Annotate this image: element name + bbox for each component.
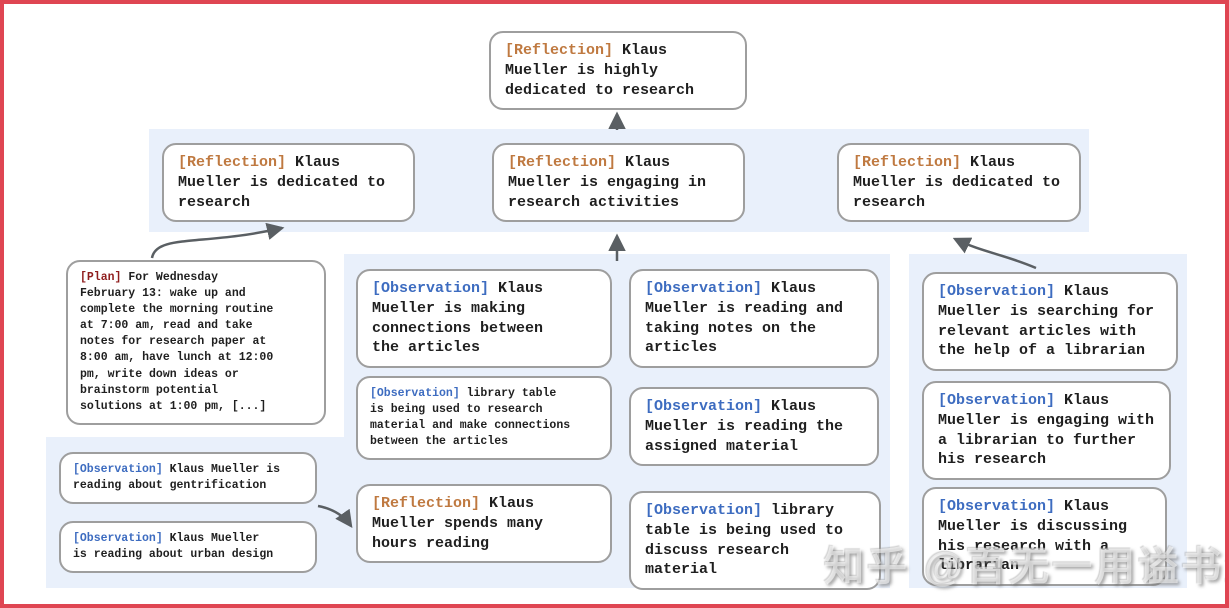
node-type-tag: [Observation] — [938, 498, 1056, 515]
reflection-node-row2-left: [Reflection] Klaus Mueller is dedicated … — [162, 143, 415, 223]
node-type-tag: [Observation] — [938, 283, 1056, 300]
observation-node-gentrification: [Observation] Klaus Mueller is reading a… — [59, 452, 317, 505]
reflection-node-row2-right: [Reflection] Klaus Mueller is dedicated … — [837, 143, 1081, 223]
node-type-tag: [Observation] — [645, 280, 763, 297]
observation-node-library-table-discuss: [Observation] library table is being use… — [629, 491, 881, 591]
node-text: library table is being used to discuss r… — [645, 502, 844, 579]
observation-node-making-connections: [Observation] Klaus Mueller is making co… — [356, 269, 612, 369]
node-text: Klaus Mueller is searching for relevant … — [938, 283, 1155, 360]
node-type-tag: [Reflection] — [178, 154, 287, 171]
node-type-tag: [Observation] — [938, 392, 1056, 409]
node-text: Klaus Mueller is reading about gentrific… — [73, 463, 281, 493]
observation-node-assigned-material: [Observation] Klaus Mueller is reading t… — [629, 387, 879, 467]
node-text: Klaus Mueller is reading about urban des… — [73, 532, 274, 562]
node-type-tag: [Observation] — [73, 532, 163, 545]
node-text: Klaus Mueller is reading the assigned ma… — [645, 398, 844, 455]
node-type-tag: [Observation] — [645, 398, 763, 415]
reflection-node-top: [Reflection] Klaus Mueller is highly ded… — [489, 31, 747, 111]
observation-node-discussing-librarian: [Observation] Klaus Mueller is discussin… — [922, 487, 1167, 587]
node-text: Klaus Mueller is engaging with a librari… — [938, 392, 1155, 469]
node-type-tag: [Observation] — [73, 463, 163, 476]
observation-node-urban-design: [Observation] Klaus Mueller is reading a… — [59, 521, 317, 574]
observation-node-engaging-librarian: [Observation] Klaus Mueller is engaging … — [922, 381, 1171, 481]
observation-node-library-table-research: [Observation] library table is being use… — [356, 376, 612, 461]
node-type-tag: [Reflection] — [853, 154, 962, 171]
node-type-tag: [Reflection] — [508, 154, 617, 171]
node-type-tag: [Observation] — [370, 387, 460, 400]
plan-node: [Plan] For Wednesday February 13: wake u… — [66, 260, 326, 425]
node-text: Klaus Mueller is making connections betw… — [372, 280, 544, 357]
node-type-tag: [Reflection] — [505, 42, 614, 59]
observation-node-taking-notes: [Observation] Klaus Mueller is reading a… — [629, 269, 879, 369]
node-type-tag: [Plan] — [80, 271, 122, 284]
arrow-plan-to-reflection-left — [150, 222, 285, 259]
node-text: Klaus Mueller is dedicated to research — [853, 154, 1061, 211]
node-text: For Wednesday February 13: wake up and c… — [80, 271, 274, 413]
node-text: Klaus Mueller is reading and taking note… — [645, 280, 844, 357]
reflection-node-hours-reading: [Reflection] Klaus Mueller spends many h… — [356, 484, 612, 564]
node-type-tag: [Observation] — [372, 280, 490, 297]
node-text: Klaus Mueller is engaging in research ac… — [508, 154, 707, 211]
node-type-tag: [Reflection] — [372, 495, 481, 512]
reflection-node-row2-middle: [Reflection] Klaus Mueller is engaging i… — [492, 143, 745, 223]
node-text: Klaus Mueller is dedicated to research — [178, 154, 386, 211]
observation-node-searching-articles: [Observation] Klaus Mueller is searching… — [922, 272, 1178, 372]
node-text: Klaus Mueller is discussing his research… — [938, 498, 1128, 575]
node-text: Klaus Mueller spends many hours reading — [372, 495, 544, 552]
node-text: library table is being used to research … — [370, 387, 571, 449]
node-text: Klaus Mueller is highly dedicated to res… — [505, 42, 695, 99]
node-type-tag: [Observation] — [645, 502, 763, 519]
